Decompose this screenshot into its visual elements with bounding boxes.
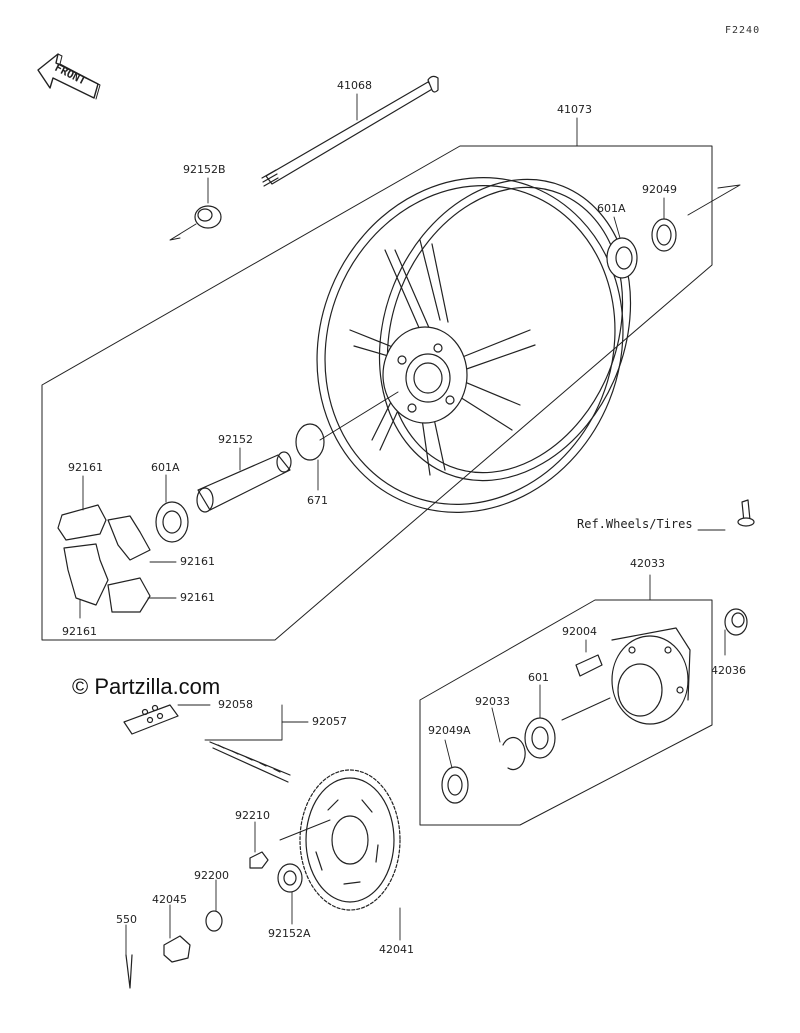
cotter-pin-550 bbox=[125, 954, 133, 989]
damper-set-92161 bbox=[57, 504, 151, 613]
seal-92049A bbox=[441, 766, 469, 804]
label-92152A: 92152A bbox=[268, 927, 311, 940]
nut-42045 bbox=[163, 935, 191, 963]
label-42033: 42033 bbox=[630, 557, 665, 570]
label-41068: 41068 bbox=[337, 79, 372, 92]
label-92152: 92152 bbox=[218, 433, 253, 446]
front-arrow-icon: FRONT bbox=[37, 53, 101, 100]
label-601: 601 bbox=[528, 671, 549, 684]
label-42045: 42045 bbox=[152, 893, 187, 906]
sprocket-42041 bbox=[299, 769, 401, 911]
label-92161-b: 92161 bbox=[180, 555, 215, 568]
label-41073: 41073 bbox=[557, 103, 592, 116]
seal-92049 bbox=[651, 218, 677, 252]
wheel-group-outline bbox=[41, 145, 713, 641]
rear-wheel-41073 bbox=[316, 177, 632, 513]
label-42036: 42036 bbox=[711, 664, 746, 677]
label-92210: 92210 bbox=[235, 809, 270, 822]
label-92004: 92004 bbox=[562, 625, 597, 638]
coupling-42033 bbox=[611, 627, 691, 725]
label-92058: 92058 bbox=[218, 698, 253, 711]
reference-wheels-tires[interactable]: Ref.Wheels/Tires bbox=[577, 517, 693, 531]
washer-92200 bbox=[205, 910, 223, 932]
label-601A-top: 601A bbox=[597, 202, 626, 215]
label-92049A: 92049A bbox=[428, 724, 471, 737]
collar-92152A bbox=[277, 863, 303, 893]
label-601A-left: 601A bbox=[151, 461, 180, 474]
leader-lines bbox=[79, 93, 726, 956]
bearing-601 bbox=[524, 717, 556, 759]
valve-stem-icon bbox=[737, 499, 755, 527]
label-92033: 92033 bbox=[475, 695, 510, 708]
watermark-partzilla: © Partzilla.com bbox=[72, 674, 221, 699]
sleeve-92152 bbox=[196, 451, 292, 513]
oring-671 bbox=[295, 423, 325, 461]
axle-41068 bbox=[261, 75, 439, 187]
label-671: 671 bbox=[307, 494, 328, 507]
label-92152B: 92152B bbox=[183, 163, 226, 176]
label-42041: 42041 bbox=[379, 943, 414, 956]
circlip-92033 bbox=[502, 736, 526, 771]
nut-92210 bbox=[249, 851, 269, 869]
collar-42036 bbox=[724, 608, 748, 636]
label-92057: 92057 bbox=[312, 715, 347, 728]
label-550: 550 bbox=[116, 913, 137, 926]
coupling-group-outline bbox=[419, 599, 713, 826]
label-92200: 92200 bbox=[194, 869, 229, 882]
stud-92004 bbox=[575, 654, 603, 677]
bearing-601A-right bbox=[606, 237, 638, 279]
label-92049: 92049 bbox=[642, 183, 677, 196]
master-link-92058 bbox=[123, 704, 179, 735]
chain-92057 bbox=[209, 741, 291, 783]
label-92161-d: 92161 bbox=[62, 625, 97, 638]
figure-id: F2240 bbox=[725, 25, 761, 36]
collar-92152B bbox=[194, 205, 222, 229]
label-92161-c: 92161 bbox=[180, 591, 215, 604]
label-92161-a: 92161 bbox=[68, 461, 103, 474]
bearing-601A-left bbox=[155, 501, 189, 543]
